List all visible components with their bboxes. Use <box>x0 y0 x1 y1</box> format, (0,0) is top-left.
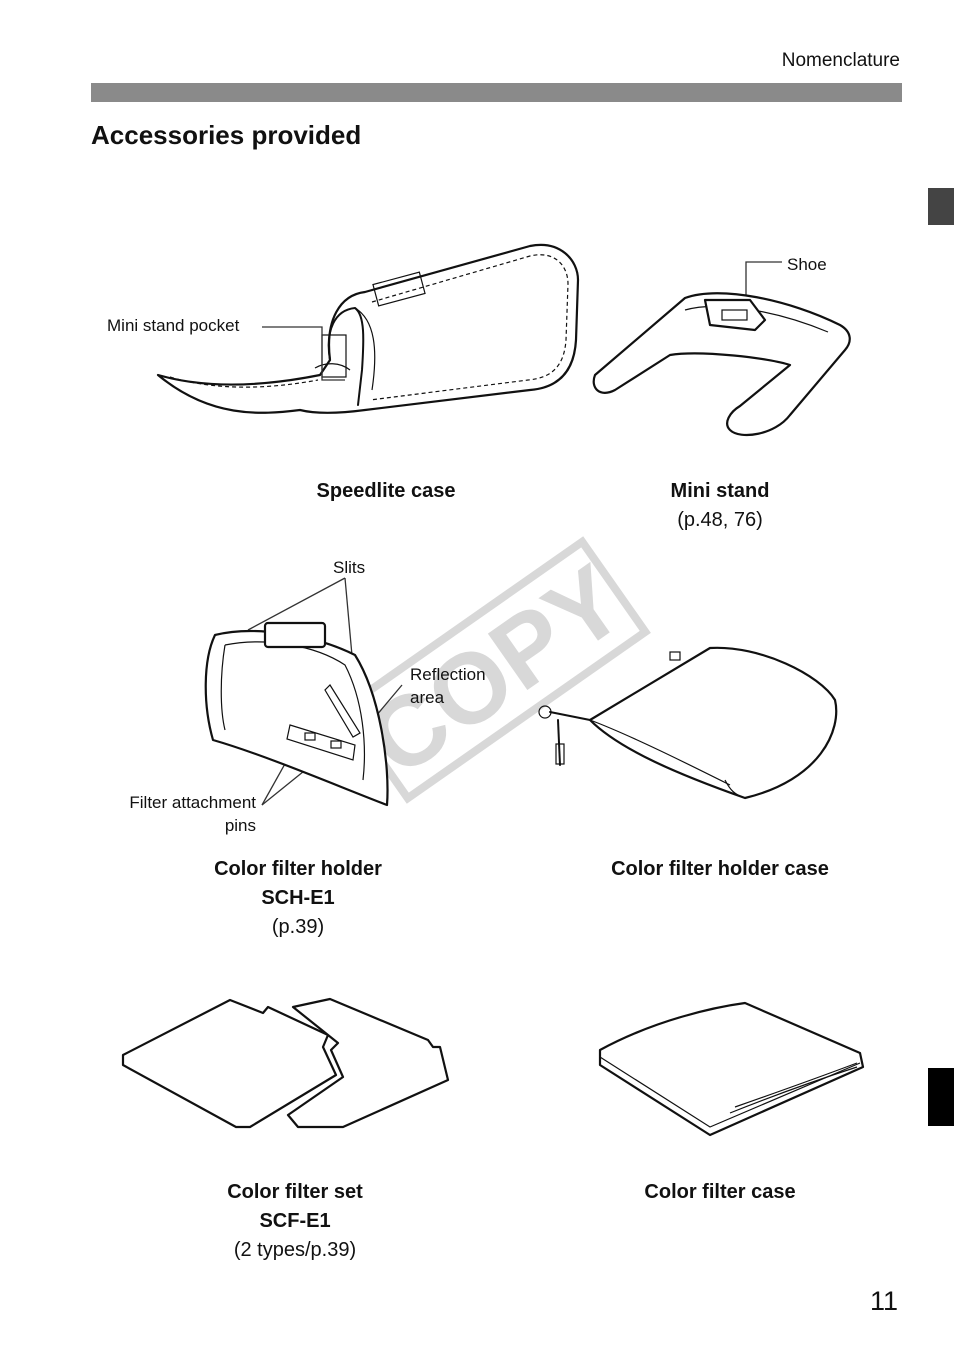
caption-color-filter-set: Color filter set SCF-E1 (2 types/p.39) <box>145 1178 445 1265</box>
item-page-ref: (p.39) <box>271 916 325 938</box>
item-page-ref: (p.48, 76) <box>677 509 763 531</box>
header-rule <box>91 83 902 102</box>
item-name: Color filter holder case <box>611 858 829 880</box>
caption-color-filter-case: Color filter case <box>570 1178 870 1207</box>
callout-filter-attachment-pins: Filter attachment pins <box>112 791 256 837</box>
caption-mini-stand: Mini stand (p.48, 76) <box>570 477 870 535</box>
color-filter-holder-case-illustration <box>538 646 838 800</box>
item-name: Color filter set <box>227 1181 363 1203</box>
callout-filter-pins-line2: pins <box>224 816 256 835</box>
callout-reflection-area-line2: area <box>410 688 445 707</box>
item-name: Color filter case <box>644 1181 796 1203</box>
caption-color-filter-holder: Color filter holder SCH-E1 (p.39) <box>148 855 448 942</box>
index-tab-marker <box>928 1068 954 1126</box>
page-number: 11 <box>869 1286 898 1316</box>
callout-reflection-area: Reflection area <box>410 663 486 709</box>
item-model: SCF-E1 <box>259 1210 331 1232</box>
color-filter-holder-illustration <box>204 621 389 807</box>
item-page-ref: (2 types/p.39) <box>233 1239 357 1261</box>
page-title: Accessories provided <box>91 120 362 150</box>
item-name: Speedlite case <box>316 480 456 502</box>
chapter-tab-marker <box>928 188 954 225</box>
color-filter-set-illustration <box>121 997 450 1129</box>
mini-stand-illustration <box>592 292 851 437</box>
item-model: SCH-E1 <box>261 887 335 909</box>
section-header: Nomenclature <box>781 50 900 71</box>
callout-shoe: Shoe <box>787 255 827 274</box>
callout-slits: Slits <box>333 558 366 577</box>
callout-reflection-area-line1: Reflection <box>410 665 486 684</box>
caption-speedlite-case: Speedlite case <box>236 477 536 506</box>
item-name: Color filter holder <box>214 858 382 880</box>
color-filter-case-illustration <box>598 1001 865 1137</box>
caption-color-filter-holder-case: Color filter holder case <box>570 855 870 884</box>
callout-filter-pins-line1: Filter attachment <box>129 793 256 812</box>
callout-mini-stand-pocket: Mini stand pocket <box>107 316 240 335</box>
item-name: Mini stand <box>670 480 770 502</box>
